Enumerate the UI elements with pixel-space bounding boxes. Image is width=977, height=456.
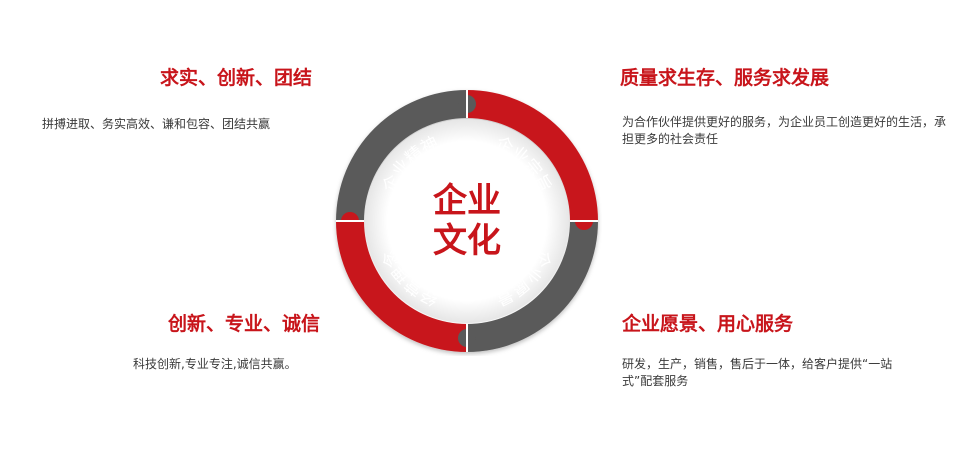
ring-center-disc — [365, 119, 569, 323]
ring-segment-vision — [467, 221, 598, 352]
spirit-title: 求实、创新、团结 — [160, 67, 313, 89]
philosophy-title: 创新、专业、诚信 — [168, 313, 321, 335]
mission-title: 质量求生存、服务求发展 — [620, 67, 830, 89]
vision-description: 研发，生产，销售，售后于一体，给客户提供“一站式”配套服务 — [622, 357, 893, 388]
ring-segment-spirit — [336, 90, 467, 221]
culture-ring-diagram: 企业精神 企业宗旨 企业愿景 经营理念 企业 文化 — [336, 90, 598, 352]
philosophy-description: 科技创新,专业专注,诚信共赢。 — [133, 357, 297, 371]
ring-segment-mission — [467, 90, 598, 221]
vision-title: 企业愿景、用心服务 — [622, 313, 794, 335]
center-title-line1: 企业 — [433, 181, 501, 221]
ring-segment-philosophy — [336, 221, 467, 352]
mission-description: 为合作伙伴提供更好的服务，为企业员工创造更好的生活，承担更多的社会责任 — [622, 115, 947, 146]
spirit-description: 拼搏进取、务实高效、谦和包容、团结共赢 — [42, 117, 271, 131]
center-title-line2: 文化 — [433, 221, 501, 261]
